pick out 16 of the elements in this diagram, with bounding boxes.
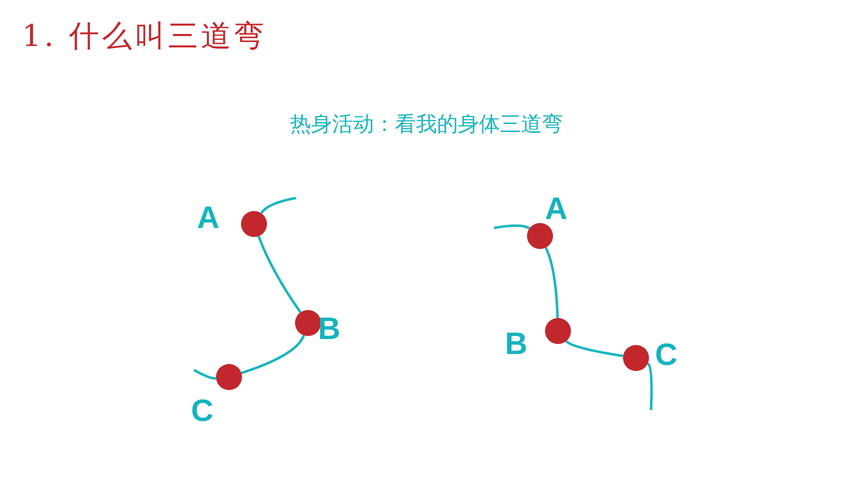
point-letter: C xyxy=(655,339,678,370)
point-letter: A xyxy=(545,193,568,224)
subtitle: 热身活动：看我的身体三道弯 xyxy=(290,112,563,138)
body-curve xyxy=(260,196,296,214)
body-curve xyxy=(193,368,216,380)
body-curve xyxy=(240,334,305,374)
point-letter: B xyxy=(505,328,528,359)
body-curve xyxy=(257,236,302,314)
body-curve xyxy=(544,247,559,318)
body-curve xyxy=(565,340,624,358)
point-letter: B xyxy=(318,313,340,344)
point-letter: C xyxy=(191,395,214,426)
point-letter: A xyxy=(197,202,220,233)
body-curve xyxy=(494,224,530,230)
body-curve xyxy=(646,362,653,410)
heading: 1. 什么叫三道弯 xyxy=(22,18,268,56)
